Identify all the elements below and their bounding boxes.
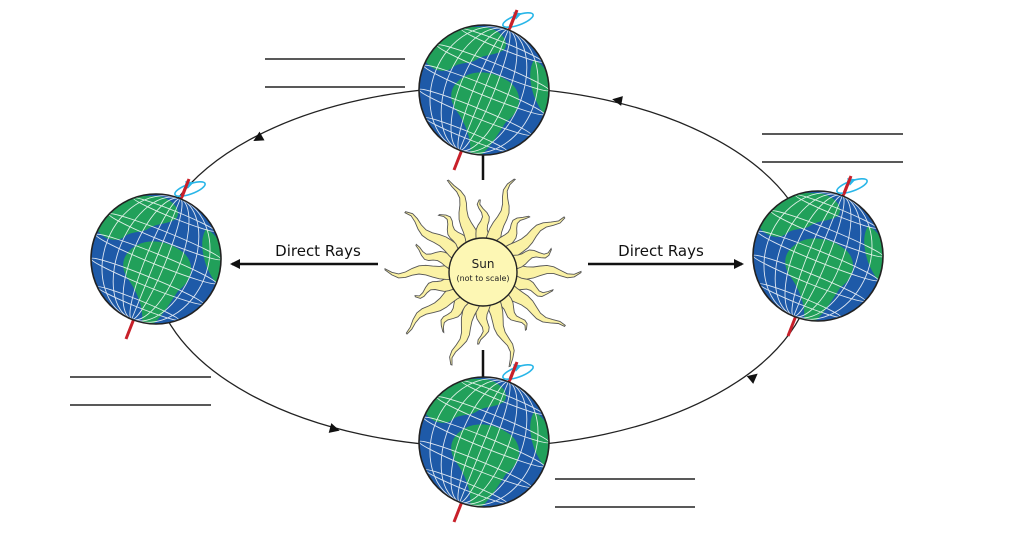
orbit-direction-arrows [253, 96, 758, 433]
earth-outline [752, 190, 884, 322]
earth-axis-north [842, 175, 853, 195]
sun-flare [404, 211, 464, 262]
earth-axis-north [508, 9, 519, 29]
sun-flare [493, 215, 531, 253]
orbit-arrow-bottom-right [746, 373, 758, 384]
earth-bottom [418, 361, 550, 523]
sun-flare [405, 282, 464, 335]
sun-flare [437, 214, 473, 253]
rotation-arrow-icon [836, 177, 868, 195]
direct-rays-label-right: Direct Rays [618, 242, 704, 260]
earth-outline [418, 24, 550, 156]
sun-flare [484, 178, 517, 247]
sun-flare [414, 273, 458, 299]
earth-right [752, 175, 884, 337]
sun-subtitle: (not to scale) [456, 274, 509, 283]
sun-flare [502, 282, 566, 327]
sun-flare [484, 297, 515, 368]
earth-axis-north [180, 178, 191, 198]
sun: Sun (not to scale) [384, 178, 582, 368]
rotation-arrow-icon [502, 11, 534, 29]
sun-flare [474, 301, 492, 345]
orbit-arrow-top-left [253, 131, 265, 141]
sun-flare [446, 179, 482, 247]
earth-outline [418, 376, 550, 508]
earth-globes [90, 9, 884, 523]
answer-blanks [70, 58, 903, 508]
sun-flare [493, 291, 528, 332]
orbit-arrow-bottom-left [328, 423, 340, 433]
earth-axis-north [508, 361, 519, 381]
rotation-arrow-icon [174, 180, 206, 198]
sun-flare [474, 199, 492, 243]
sun-flare [508, 247, 552, 271]
sun-flare [449, 297, 482, 366]
sun-flare [415, 243, 458, 271]
sun-core [448, 237, 518, 307]
direct-rays-label-left: Direct Rays [275, 242, 361, 260]
rotation-arrow-icon [502, 363, 534, 381]
sun-flare [384, 263, 454, 281]
sun-flare [502, 216, 566, 262]
sun-flare [440, 291, 473, 334]
sun-flares [384, 178, 582, 368]
sun-title: Sun [472, 257, 495, 271]
sun-flare [512, 263, 582, 281]
earth-left [90, 178, 222, 340]
earth-top [418, 9, 550, 171]
sun-flare [508, 273, 554, 297]
earth-outline [90, 193, 222, 325]
orbit-arrow-top-right [612, 96, 623, 106]
